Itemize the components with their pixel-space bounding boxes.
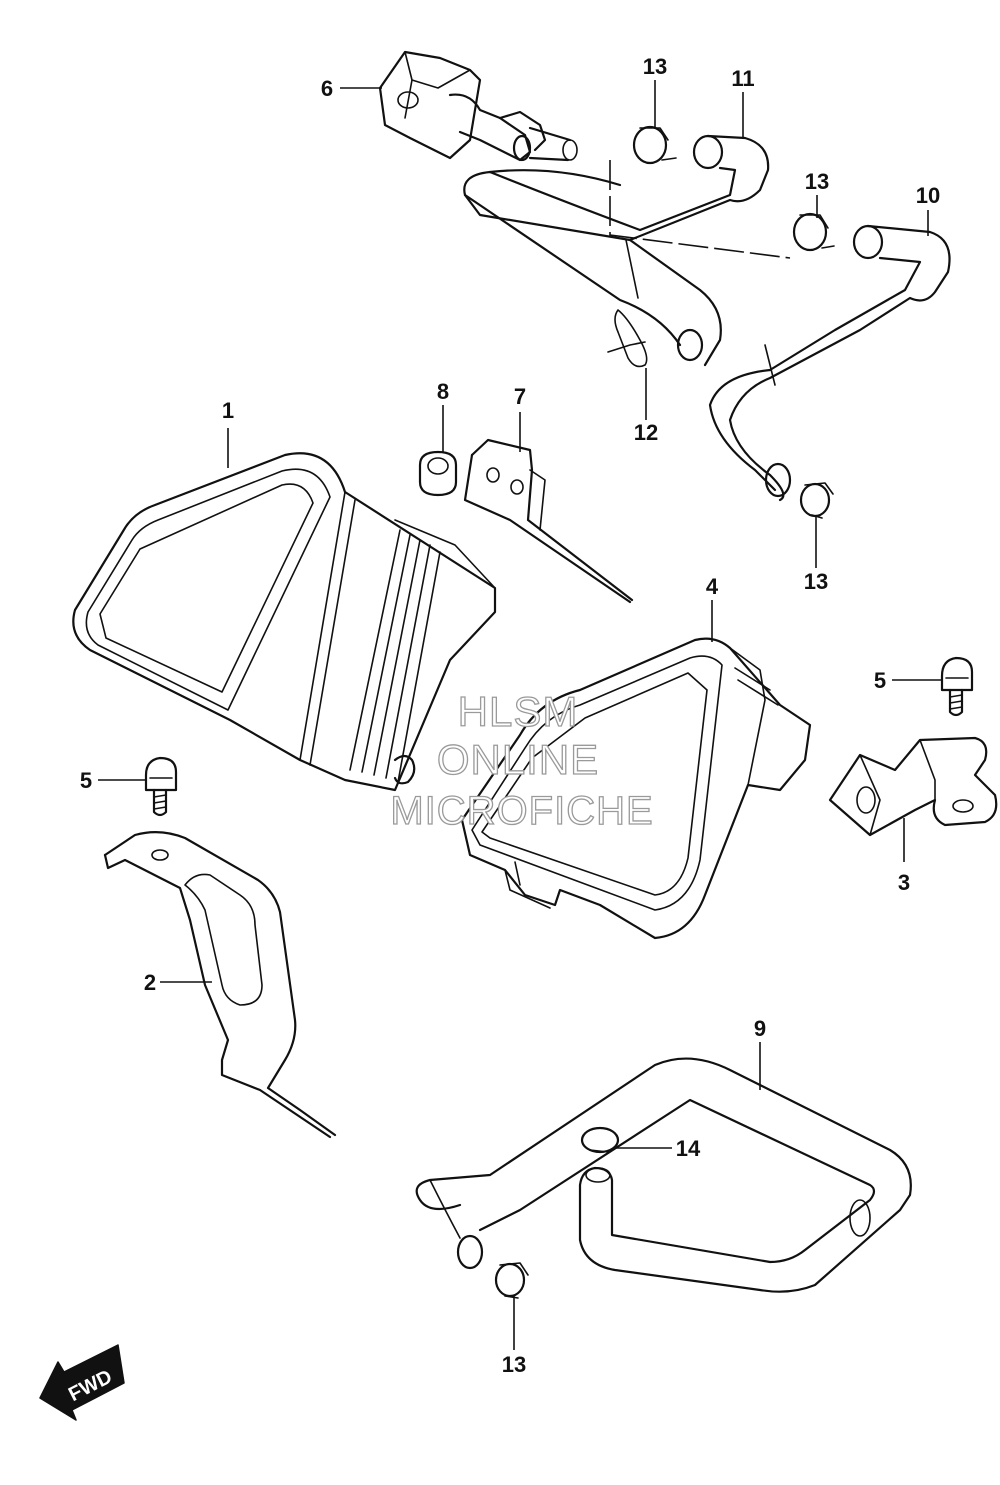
part-8-nut[interactable]: [418, 450, 458, 497]
callout-11: 11: [731, 66, 754, 91]
part-3-bracket[interactable]: [828, 736, 998, 837]
callout-13-middle: 13: [804, 569, 828, 594]
callout-13-top: 13: [643, 54, 667, 79]
callout-9: 9: [754, 1016, 766, 1041]
callout-7: 7: [514, 384, 526, 409]
part-12-clip[interactable]: [607, 309, 648, 368]
callout-3: 3: [898, 870, 910, 895]
callout-13-upper-right: 13: [805, 169, 829, 194]
callout-4: 4: [706, 574, 719, 599]
callout-2: 2: [144, 970, 156, 995]
callout-1: 1: [222, 398, 234, 423]
part-7-bracket[interactable]: [463, 438, 634, 604]
watermark-line-1: HLSM: [458, 688, 579, 735]
watermark-line-3: MICROFICHE: [390, 789, 653, 833]
callout-5-right: 5: [874, 668, 886, 693]
callout-12: 12: [634, 420, 658, 445]
watermark: HLSM ONLINE MICROFICHE: [390, 687, 654, 833]
watermark-line-2: ONLINE: [437, 736, 599, 783]
callout-5-left: 5: [80, 768, 92, 793]
part-5-bolt-left[interactable]: [144, 756, 178, 817]
callout-labels: 1 2 3 4 5 5 6 7 8 9 10 11 12 13 13 13 13…: [80, 54, 940, 1377]
callout-13-bottom: 13: [502, 1352, 526, 1377]
part-9-hose[interactable]: [415, 1057, 912, 1293]
part-6-valve[interactable]: [378, 50, 578, 162]
part-13-clamp-a[interactable]: [632, 125, 677, 165]
part-4-bracket-housing[interactable]: [460, 637, 812, 940]
part-5-bolt-right[interactable]: [940, 656, 974, 717]
callout-6: 6: [321, 76, 333, 101]
forward-arrow-icon: FWD: [39, 1344, 125, 1421]
callout-10: 10: [916, 183, 940, 208]
callout-8: 8: [437, 379, 449, 404]
part-13-clamp-d[interactable]: [494, 1262, 529, 1299]
part-14-clamp[interactable]: [580, 1126, 620, 1154]
part-2-bracket[interactable]: [103, 831, 337, 1139]
leader-lines: [98, 80, 942, 1350]
part-13-clamp-c[interactable]: [799, 482, 834, 519]
callout-14: 14: [676, 1136, 701, 1161]
part-11-hose[interactable]: [463, 134, 770, 367]
part-13-clamp-b[interactable]: [792, 212, 835, 252]
part-1-cooler-box[interactable]: [72, 452, 497, 792]
part-10-hose[interactable]: [708, 224, 951, 502]
